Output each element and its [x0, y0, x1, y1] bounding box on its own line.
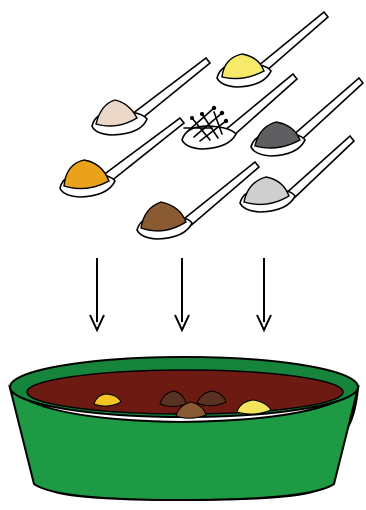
arrow-down-center: [175, 258, 189, 330]
spoon-yellow-spice: [217, 12, 328, 87]
arrow-down-right: [257, 258, 271, 330]
soup-bowl: [10, 357, 358, 500]
arrow-down-left: [90, 258, 104, 330]
spoon-beige-spice: [92, 58, 210, 135]
